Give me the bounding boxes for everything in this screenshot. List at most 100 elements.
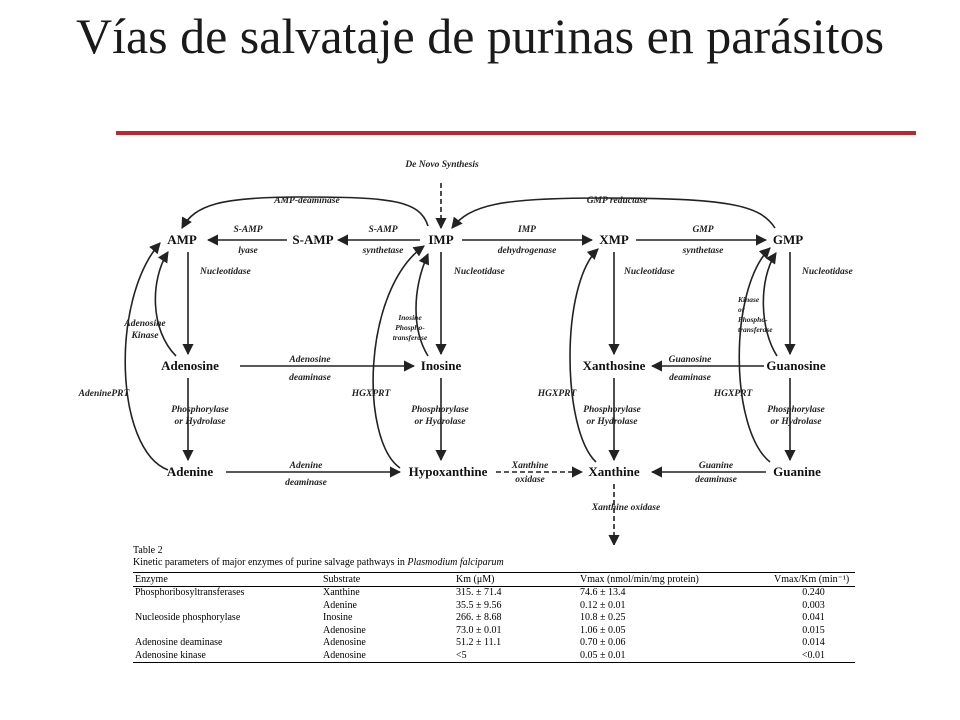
cell-vmax: 0.70 ± 0.06 (580, 637, 626, 648)
cell-vmax: 10.8 ± 0.25 (580, 612, 626, 623)
cell-km: 315. ± 71.4 (456, 587, 502, 598)
arrow-guanosine-kinase (762, 252, 778, 357)
node-imp: IMP (428, 232, 453, 247)
enzyme-phosphorylase-4b: or Hydrolase (771, 417, 823, 427)
node-adenine: Adenine (167, 464, 213, 479)
table-row: Adenosine kinase Adenosine <5 0.05 ± 0.0… (133, 650, 855, 663)
enzyme-hgxprt-1: HGXPRT (351, 389, 392, 399)
enzyme-nucleotidase-4: Nucleotidase (801, 267, 853, 277)
enzyme-hgxprt-2: HGXPRT (537, 389, 578, 399)
table-row: Phosphoribosyltransferases Xanthine 315.… (133, 587, 855, 600)
enzyme-hgxprt-3: HGXPRT (713, 389, 754, 399)
cell-enzyme: Nucleoside phosphorylase (135, 612, 241, 623)
node-xmp: XMP (599, 232, 629, 247)
enzyme-inosine-kinase-3: transferase (393, 333, 428, 342)
enzyme-samp-synthetase-2: synthetase (362, 246, 404, 256)
enzyme-guanosine-deaminase-2: deaminase (669, 373, 711, 383)
arrow-inosine-kinase (415, 252, 430, 357)
cell-substrate: Adenine (323, 599, 357, 611)
enzyme-adenine-prt: AdeninePRT (78, 389, 131, 399)
cell-ratio: 0.003 (802, 599, 825, 611)
cell-substrate: Adenosine (323, 649, 366, 661)
enzyme-guanosine-kinase-3: Phospho- (738, 315, 768, 324)
enzyme-samp-synthetase: S-AMP (368, 225, 397, 235)
arrow-adenosine-kinase (154, 251, 177, 357)
enzyme-phosphorylase-1b: or Hydrolase (175, 417, 227, 427)
enzyme-guanosine-kinase-2: or (738, 305, 745, 314)
header-enzyme: Enzyme (133, 572, 321, 587)
node-gmp: GMP (773, 232, 803, 247)
node-inosine: Inosine (421, 358, 462, 373)
cell-enzyme: Phosphoribosyltransferases (135, 587, 245, 598)
header-vmax-km: Vmax/Km (min⁻¹) (772, 572, 855, 587)
cell-ratio: 0.014 (802, 637, 825, 648)
arrow-xanthine-hgxprt (569, 248, 599, 463)
enzyme-adenosine-kinase: Adenosine (123, 319, 166, 329)
arrow-hypoxanthine-hgxprt (372, 245, 425, 469)
enzyme-xanthine-oxidase-bottom: Xanthine oxidase (591, 503, 661, 513)
enzyme-imp-dehydrogenase-2: dehydrogenase (498, 246, 557, 256)
node-xanthine: Xanthine (588, 464, 640, 479)
diagram-arrows (124, 183, 796, 545)
title-underline (116, 131, 916, 135)
enzyme-adenosine-kinase-2: Kinase (131, 331, 160, 341)
table-caption-species: Plasmodium falciparum (407, 557, 504, 568)
cell-km: 51.2 ± 11.1 (456, 637, 502, 648)
cell-substrate: Xanthine (323, 587, 360, 598)
cell-km: 266. ± 8.68 (456, 612, 502, 623)
cell-ratio: 0.240 (802, 587, 825, 598)
node-samp: S-AMP (292, 232, 333, 247)
enzyme-phosphorylase-2: Phosphorylase (411, 405, 469, 415)
purine-salvage-diagram: De Novo Synthesis AMP S-AMP IMP XMP GMP … (78, 160, 853, 545)
cell-ratio: <0.01 (801, 649, 826, 661)
cell-enzyme: Adenosine deaminase (135, 637, 223, 648)
enzyme-inosine-kinase-2: Phospho- (395, 323, 425, 332)
enzyme-phosphorylase-2b: or Hydrolase (415, 417, 467, 427)
enzyme-adenosine-deaminase: Adenosine (288, 355, 331, 365)
enzyme-adenosine-deaminase-2: deaminase (289, 373, 331, 383)
cell-substrate: Adenosine (323, 637, 366, 648)
enzyme-guanosine-kinase: Kinase (737, 295, 760, 304)
cell-ratio: 0.041 (802, 612, 825, 623)
enzyme-samp-lyase-2: lyase (238, 246, 258, 256)
node-guanosine: Guanosine (766, 358, 825, 373)
table-caption: Kinetic parameters of major enzymes of p… (133, 557, 855, 569)
enzyme-adenine-deaminase-2: deaminase (285, 478, 327, 488)
enzyme-phosphorylase-3: Phosphorylase (583, 405, 641, 415)
node-hypoxanthine: Hypoxanthine (409, 464, 488, 479)
enzyme-nucleotidase-2: Nucleotidase (453, 267, 505, 277)
enzyme-inosine-kinase: Inosine (397, 313, 422, 322)
cell-enzyme (133, 625, 321, 638)
enzyme-guanine-deaminase: Guanine (699, 461, 734, 471)
slide-title: Vías de salvataje de purinas en parásito… (75, 8, 885, 64)
cell-substrate: Adenosine (323, 624, 366, 636)
enzyme-gmp-synthetase-2: synthetase (682, 246, 724, 256)
arrow-adenine-prt (124, 242, 169, 471)
cell-km: <5 (456, 649, 467, 661)
node-amp: AMP (167, 232, 197, 247)
enzyme-xanthine-oxidase-2: oxidase (515, 475, 545, 485)
cell-ratio: 0.015 (802, 624, 825, 636)
enzyme-guanosine-kinase-4: transferase (738, 325, 773, 334)
enzyme-nucleotidase-1: Nucleotidase (199, 267, 251, 277)
table-number: Table 2 (133, 545, 163, 556)
cell-substrate: Inosine (323, 612, 353, 623)
cell-vmax: 74.6 ± 13.4 (580, 587, 626, 598)
table-header-row: Enzyme Substrate Km (μM) Vmax (nmol/min/… (133, 572, 855, 587)
cell-vmax: 0.05 ± 0.01 (580, 649, 626, 661)
enzyme-imp-dehydrogenase: IMP (517, 225, 536, 235)
enzyme-gmp-reductase: GMP reductase (587, 196, 648, 206)
table-row: Nucleoside phosphorylase Inosine 266. ± … (133, 612, 855, 625)
kinetics-table-block: Table 2 Kinetic parameters of major enzy… (133, 545, 855, 663)
cell-km: 73.0 ± 0.01 (456, 624, 502, 636)
arrow-amp-deaminase (181, 196, 429, 229)
table-row: Adenosine 73.0 ± 0.01 1.06 ± 0.05 0.015 (133, 625, 855, 638)
enzyme-nucleotidase-3: Nucleotidase (623, 267, 675, 277)
cell-vmax: 0.12 ± 0.01 (580, 599, 626, 611)
enzyme-guanosine-deaminase: Guanosine (669, 355, 713, 365)
enzyme-amp-deaminase: AMP-deaminase (273, 196, 340, 206)
node-adenosine: Adenosine (161, 358, 219, 373)
enzyme-guanine-deaminase-2: deaminase (695, 475, 737, 485)
enzyme-gmp-synthetase: GMP (692, 225, 713, 235)
header-km: Km (μM) (454, 572, 578, 587)
